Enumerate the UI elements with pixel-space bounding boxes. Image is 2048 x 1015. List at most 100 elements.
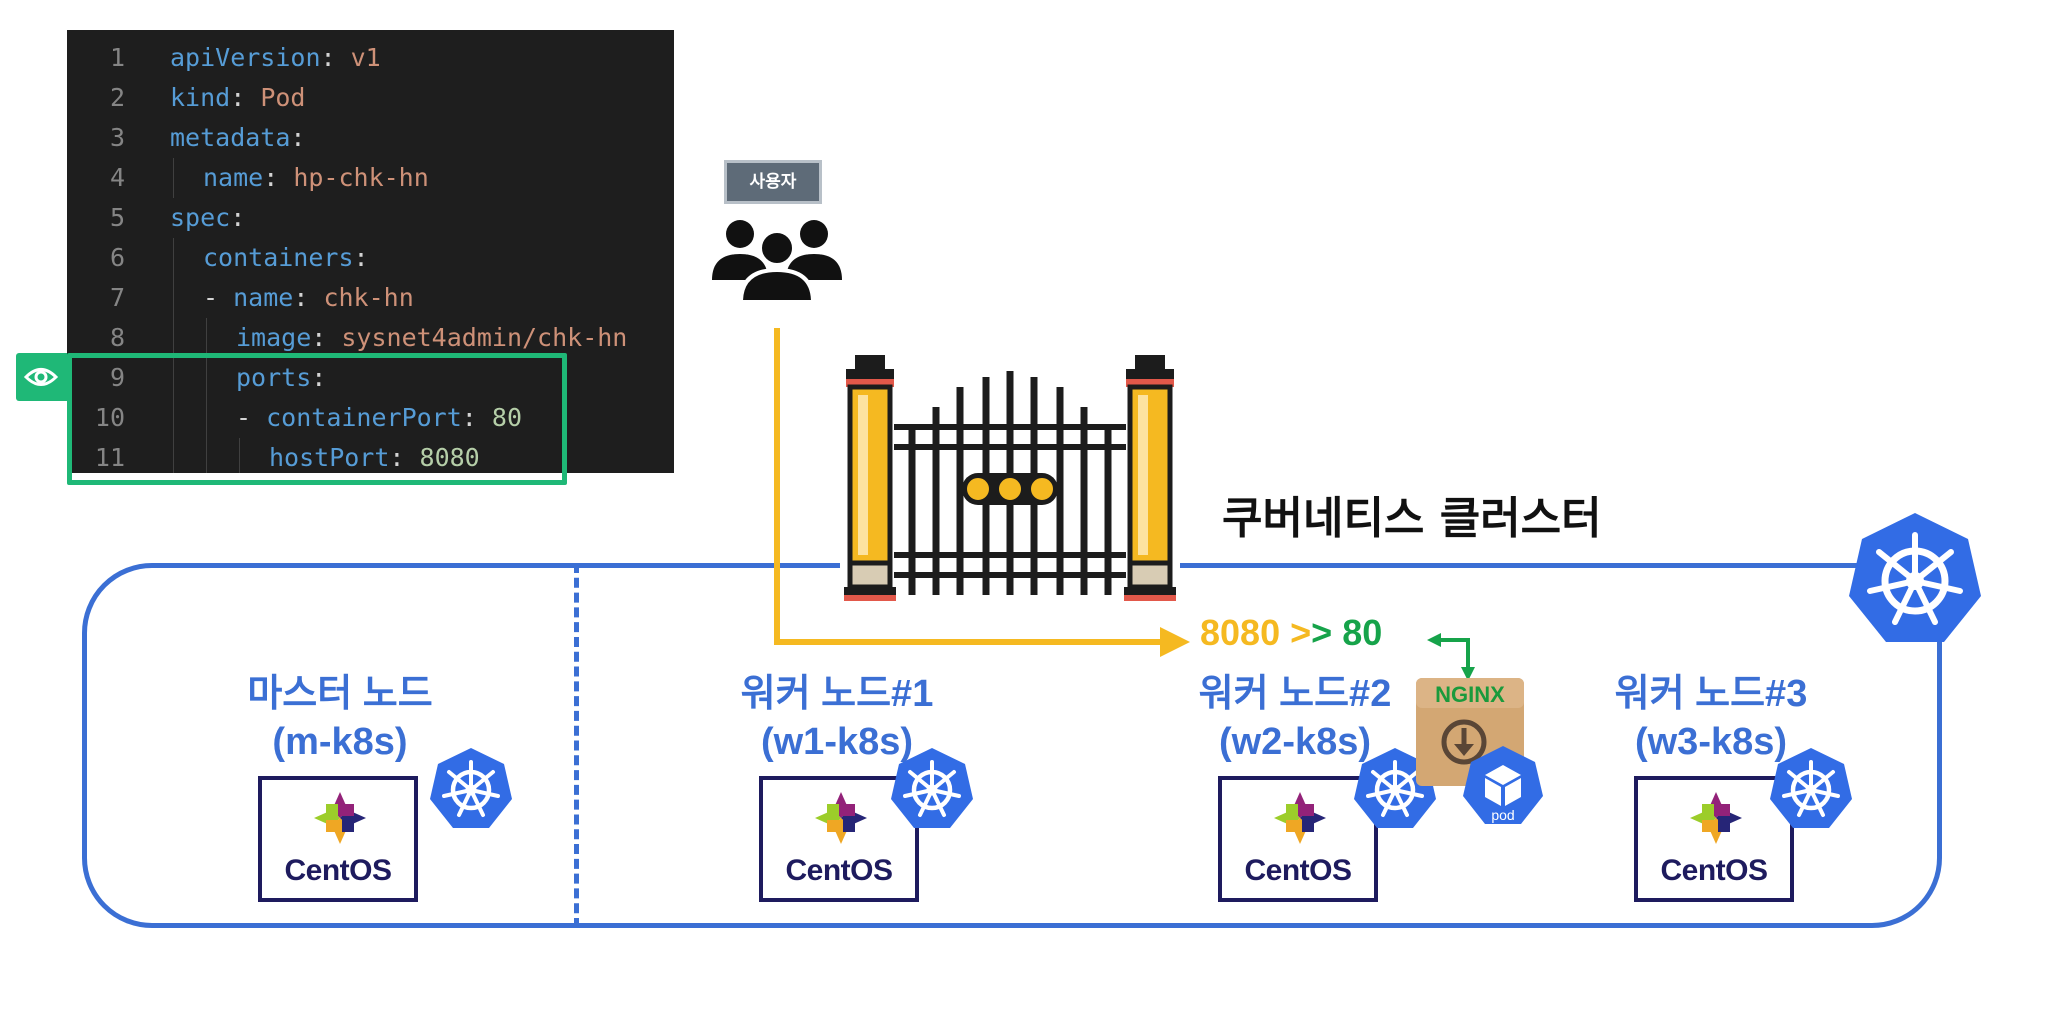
yaml-value: sysnet4admin/chk-hn	[341, 323, 628, 352]
kubernetes-icon	[430, 748, 512, 828]
line-number: 7	[109, 283, 125, 312]
yaml-key: name	[233, 283, 294, 312]
code-text: name: hp-chk-hn	[203, 158, 429, 198]
line-number: 2	[109, 83, 125, 112]
node-worker3-title: 워커 노드#3 (w3-k8s)	[1546, 670, 1876, 766]
code-line: 1 apiVersion: v1	[67, 38, 674, 78]
code-text: image: sysnet4admin/chk-hn	[236, 318, 627, 358]
container-link-arrow	[1427, 633, 1475, 681]
node-name: 마스터 노드	[247, 673, 433, 715]
yaml-separator: :	[290, 123, 306, 152]
code-text: - containerPort: 80	[236, 398, 522, 438]
code-text: hostPort: 8080	[269, 438, 480, 473]
indent-guide	[173, 398, 174, 438]
nginx-label: NGINX	[1435, 682, 1505, 707]
yaml-key: hostPort	[269, 443, 390, 472]
centos-label: CentOS	[785, 854, 893, 887]
port-mapping-label: 8080 >> 80	[1200, 612, 1382, 654]
indent-guide	[173, 238, 174, 278]
indent-guide	[173, 438, 174, 473]
code-text: - name: chk-hn	[203, 278, 414, 318]
code-line: 8 image: sysnet4admin/chk-hn	[67, 318, 674, 358]
code-line: 9 ports:	[67, 358, 674, 398]
ports-highlight-box	[67, 353, 567, 485]
line-number: 9	[109, 363, 125, 392]
node-name: 워커 노드#1	[740, 673, 934, 715]
mapping-arrow-yellow: >	[1290, 612, 1312, 653]
list-dash: -	[203, 283, 234, 312]
yaml-key: name	[203, 163, 264, 192]
yaml-separator: :	[230, 83, 261, 112]
centos-label: CentOS	[1244, 854, 1352, 887]
node-name: 워커 노드#3	[1614, 673, 1808, 715]
kubernetes-icon	[1770, 748, 1852, 828]
centos-logo	[1688, 790, 1744, 850]
yaml-key: ports	[236, 363, 312, 392]
indent-guide	[173, 358, 174, 398]
line-number: 1	[109, 43, 125, 72]
node-name: 워커 노드#2	[1198, 673, 1392, 715]
indent-guide	[206, 398, 207, 438]
pod-label: pod	[1491, 807, 1514, 823]
indent-guide	[173, 278, 174, 318]
line-number: 10	[94, 403, 125, 432]
yaml-key: spec	[170, 203, 231, 232]
yaml-separator: :	[389, 443, 420, 472]
centos-logo	[813, 790, 869, 850]
code-text: apiVersion: v1	[170, 38, 381, 78]
yaml-key: metadata	[170, 123, 291, 152]
indent-guide	[206, 318, 207, 358]
node-host: (w1-k8s)	[760, 721, 914, 763]
yaml-key: image	[236, 323, 312, 352]
indent-guide	[239, 438, 240, 473]
yaml-value: v1	[350, 43, 381, 72]
code-line: 2 kind: Pod	[67, 78, 674, 118]
yaml-separator: :	[311, 363, 327, 392]
yaml-separator: :	[311, 323, 342, 352]
pod-icon: pod	[1463, 746, 1543, 824]
code-text: containers:	[203, 238, 369, 278]
yaml-value: chk-hn	[323, 283, 414, 312]
traffic-flow-arrow	[774, 328, 1190, 657]
yaml-separator: :	[263, 163, 294, 192]
node-host: (w3-k8s)	[1634, 721, 1788, 763]
node-host: (w2-k8s)	[1218, 721, 1372, 763]
centos-logo	[1272, 790, 1328, 850]
centos-label: CentOS	[284, 854, 392, 887]
kubernetes-icon	[1354, 748, 1436, 828]
code-text: spec:	[170, 198, 245, 238]
indent-guide	[206, 358, 207, 398]
yaml-key: apiVersion	[170, 43, 321, 72]
users-icon	[712, 220, 842, 300]
container-port-value: 80	[1342, 612, 1383, 653]
yaml-key: kind	[170, 83, 231, 112]
yaml-code-editor: 1 apiVersion: v1 2 kind: Pod 3 metadata: 4 name…	[67, 30, 674, 473]
node-worker1-title: 워커 노드#1 (w1-k8s)	[672, 670, 1002, 766]
line-number: 5	[109, 203, 125, 232]
indent-guide	[173, 318, 174, 358]
line-number: 4	[109, 163, 125, 192]
line-number: 3	[109, 123, 125, 152]
yaml-separator: :	[320, 43, 351, 72]
node-worker2-title: 워커 노드#2 (w2-k8s)	[1130, 670, 1460, 766]
mapping-arrow-green: >	[1311, 612, 1333, 653]
yaml-separator: :	[353, 243, 369, 272]
code-text: kind: Pod	[170, 78, 305, 118]
yaml-value: hp-chk-hn	[293, 163, 429, 192]
yaml-separator: :	[230, 203, 246, 232]
node-host: (m-k8s)	[272, 721, 408, 763]
list-dash: -	[236, 403, 267, 432]
code-line: 3 metadata:	[67, 118, 674, 158]
code-line: 5 spec:	[67, 198, 674, 238]
line-number: 8	[109, 323, 125, 352]
eye-icon[interactable]	[16, 353, 67, 401]
yaml-value: 80	[491, 403, 522, 432]
node-worker2-server: CentOS	[1218, 776, 1378, 902]
centos-logo	[312, 790, 368, 850]
code-text: metadata:	[170, 118, 305, 158]
kubernetes-icon	[1849, 513, 1981, 642]
gate-icon	[844, 355, 1176, 601]
code-line: 7 - name: chk-hn	[67, 278, 674, 318]
